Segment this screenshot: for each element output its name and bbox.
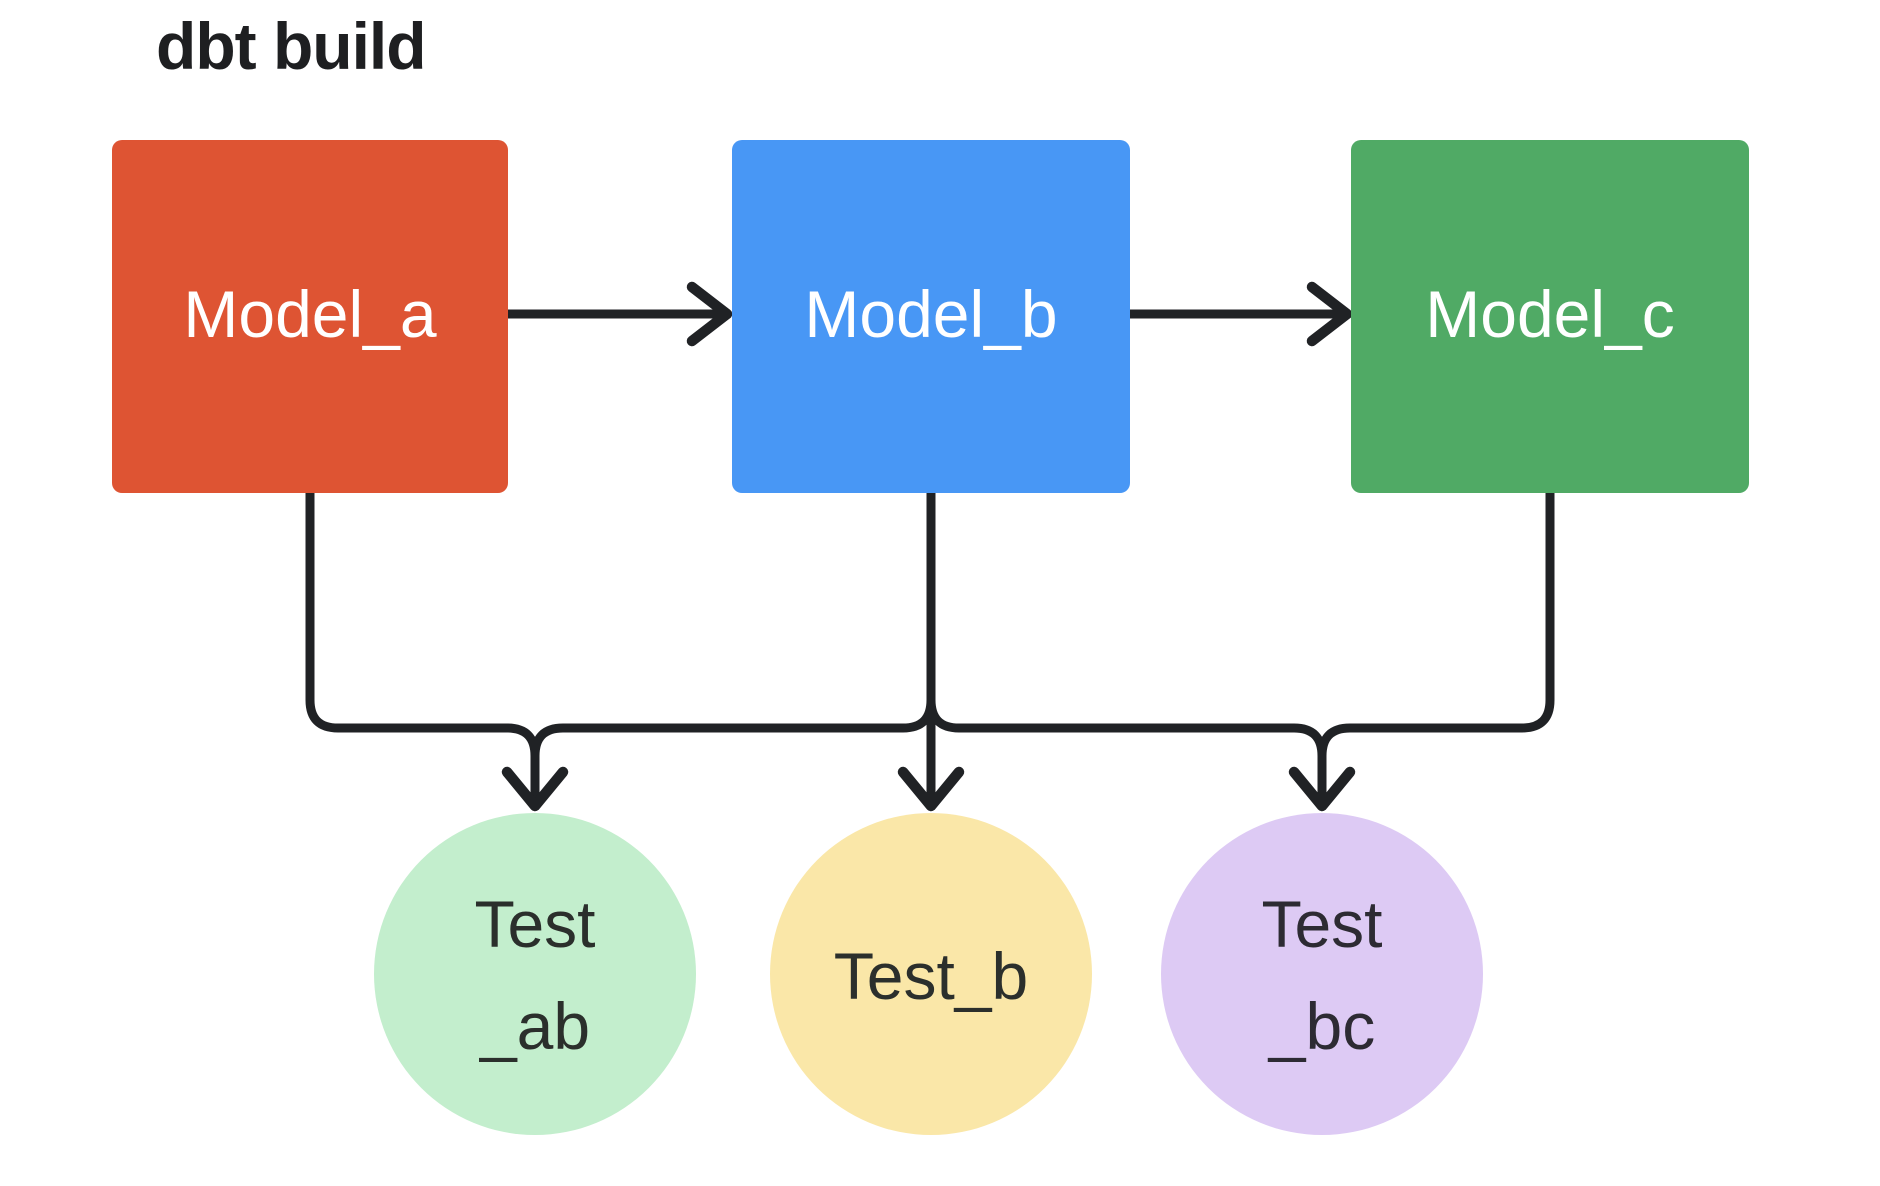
node-label-test-b: Test_b <box>834 939 1028 1013</box>
edge-model-b-to-test-bc <box>926 488 1327 799</box>
node-model-a: Model_a <box>112 140 508 493</box>
node-shape-model-a <box>112 140 508 493</box>
edge-model-c-to-test-bc <box>1317 488 1555 799</box>
node-shape-test-b <box>770 813 1092 1135</box>
diagram-title: dbt build <box>156 9 427 83</box>
edge-model-b-to-test-ab <box>530 488 936 799</box>
node-model-b: Model_b <box>732 140 1130 493</box>
node-label-test-ab: Test_ab <box>474 887 595 1063</box>
node-test-b: Test_b <box>770 813 1092 1135</box>
arrowhead-into-model-c <box>1306 281 1353 347</box>
node-shape-test-ab <box>374 813 696 1135</box>
node-model-c: Model_c <box>1351 140 1749 493</box>
node-test-ab: Test_ab <box>374 813 696 1135</box>
node-label-test-bc: Test_bc <box>1261 887 1382 1063</box>
edge-model-a-to-test-ab <box>305 488 540 799</box>
node-test-bc: Test_bc <box>1161 813 1483 1135</box>
node-shape-test-bc <box>1161 813 1483 1135</box>
node-shape-model-b <box>732 140 1130 493</box>
arrowhead-into-test-ab <box>501 766 569 812</box>
node-shape-model-c <box>1351 140 1749 493</box>
node-label-model-a: Model_a <box>183 277 436 351</box>
node-label-model-c: Model_c <box>1425 277 1674 351</box>
node-label-model-b: Model_b <box>804 277 1057 351</box>
arrowhead-into-test-b <box>897 766 965 812</box>
arrowhead-into-model-b <box>686 281 733 347</box>
arrowhead-into-test-bc <box>1288 766 1356 812</box>
